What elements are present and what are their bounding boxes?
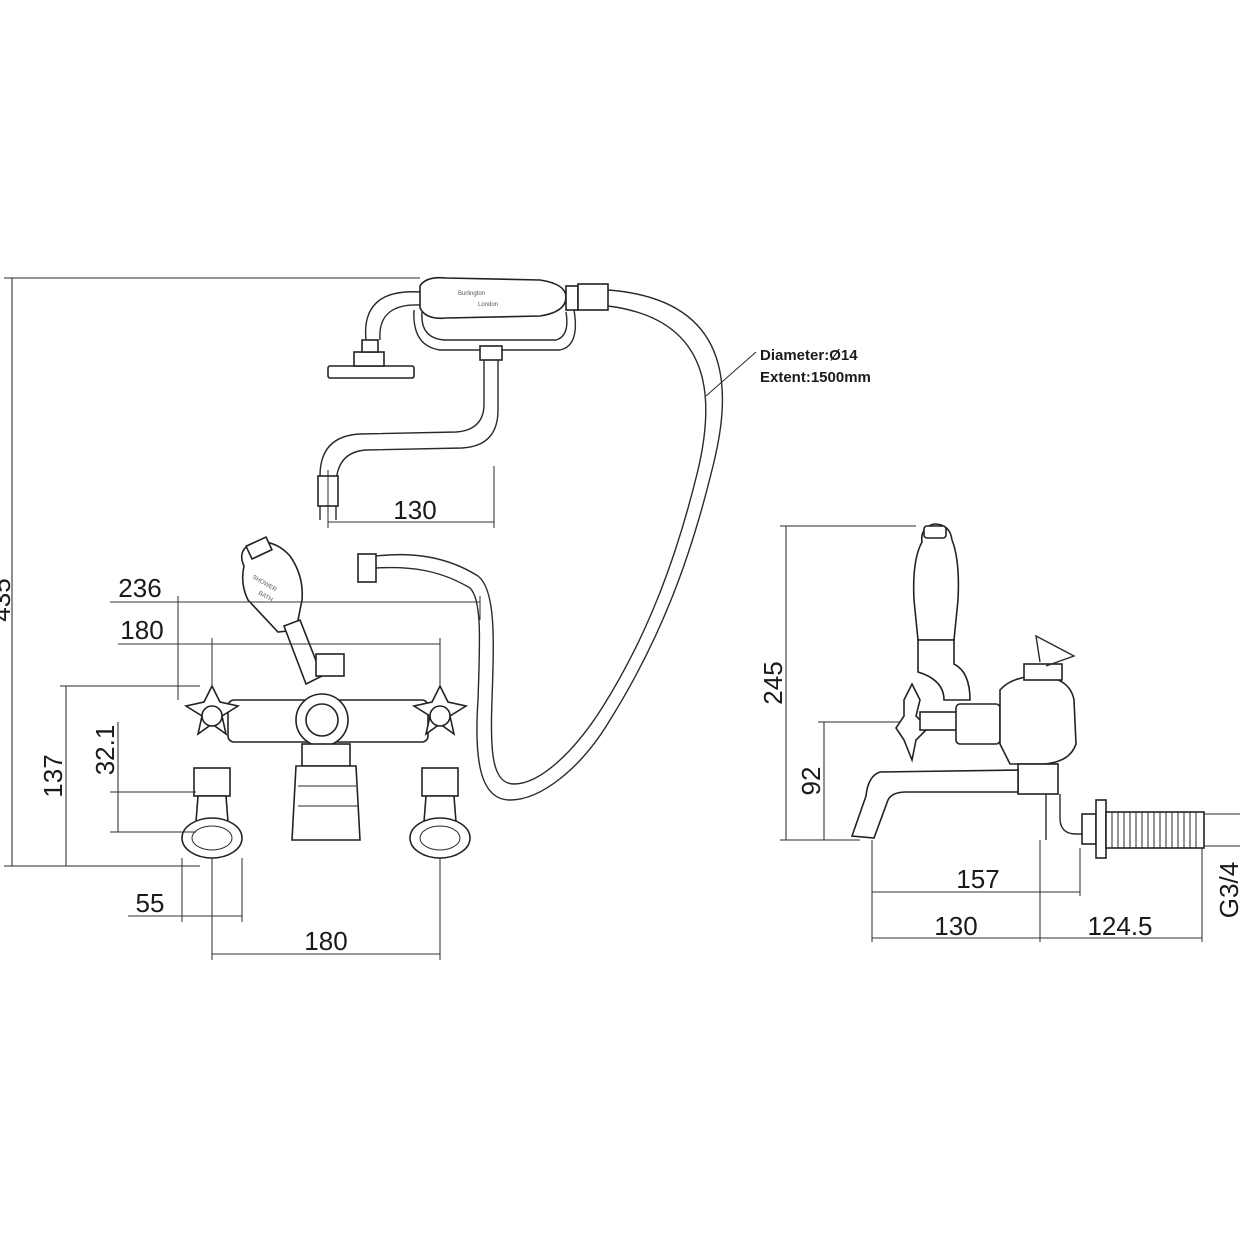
side-view: 245 92 [758, 523, 1240, 942]
thread-label: G3/4 [1214, 862, 1240, 918]
shower-handset: Burlington London [317, 276, 609, 520]
height-offset-label: 32.1 [90, 725, 120, 776]
height-valves-label: 137 [38, 754, 68, 797]
width-outer-label: 236 [118, 573, 161, 603]
side-lever [912, 523, 971, 701]
hose-note: Diameter:Ø14 Extent:1500mm [705, 347, 871, 397]
mixer-body [227, 693, 429, 841]
centres-label: 180 [304, 926, 347, 956]
inlet-length-label: 124.5 [1087, 911, 1152, 941]
dimension-height-valves: 137 [38, 685, 200, 867]
dimension-foot-width: 55 [128, 858, 243, 922]
dimension-height-offset: 32.1 [90, 722, 196, 833]
side-crosshead [895, 682, 961, 763]
dimension-centres: 180 [211, 858, 441, 960]
side-inlet [1045, 794, 1240, 859]
front-view: 435 Burlington London [0, 276, 871, 960]
hose-offset-label: 130 [393, 495, 436, 525]
shower-hose [357, 289, 724, 801]
handle-right [409, 684, 471, 859]
foot-width-label: 55 [136, 888, 165, 918]
side-body [955, 634, 1077, 795]
hose-extent-label: Extent:1500mm [760, 369, 871, 386]
dimension-width-inner: 180 [118, 615, 441, 690]
dimension-width-outer: 236 [110, 573, 481, 700]
dimension-projection: 130 [872, 840, 1041, 942]
handset-brand-label: Burlington [458, 291, 485, 297]
dimension-height-total: 435 [0, 277, 420, 867]
projection-label: 130 [934, 911, 977, 941]
height-side-label: 245 [758, 661, 788, 704]
diverter-lever: SHOWER BATH [240, 535, 345, 686]
spout-reach-label: 157 [956, 864, 999, 894]
hose-diameter-label: Diameter:Ø14 [760, 347, 858, 364]
handset-location-label: London [478, 302, 498, 308]
dimension-hose-offset: 130 [327, 466, 495, 528]
handle-left [181, 684, 243, 859]
dimension-spout-height: 92 [796, 721, 900, 840]
dimension-spout-reach: 157 [871, 840, 1081, 942]
dimension-height-side: 245 [758, 525, 916, 841]
height-total-label: 435 [0, 578, 16, 621]
side-spout [850, 769, 1019, 839]
dimension-inlet-length: 124.5 [1040, 848, 1203, 942]
spout-height-label: 92 [796, 767, 826, 796]
width-inner-label: 180 [120, 615, 163, 645]
